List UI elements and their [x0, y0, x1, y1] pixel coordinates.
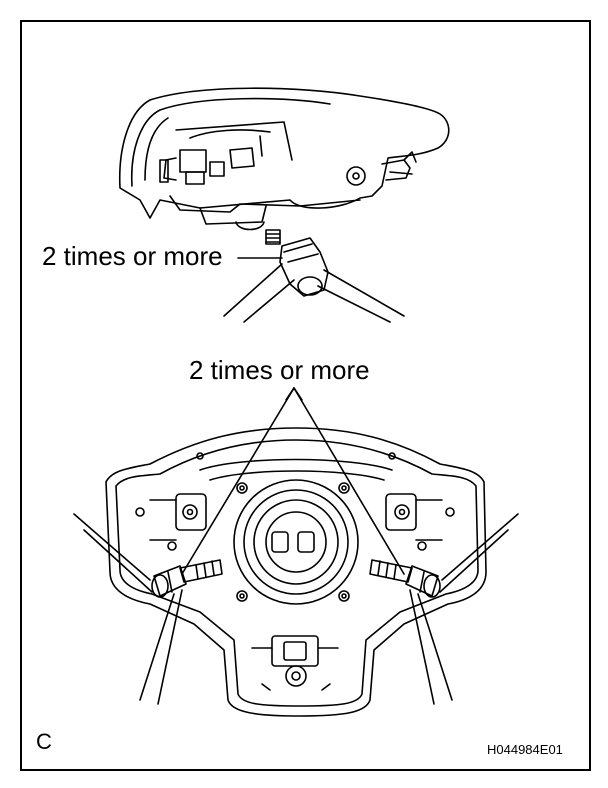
left-bolt-and-wrench	[73, 513, 223, 705]
callout-label-top: 2 times or more	[42, 241, 223, 271]
callout-leader-lines	[181, 387, 405, 575]
airbag-module-side-view	[118, 87, 450, 231]
figure-code: H044984E01	[487, 742, 563, 757]
callout-label-bottom: 2 times or more	[189, 355, 370, 385]
steering-wheel-rear-view	[105, 427, 487, 717]
top-bolt-and-wrench	[223, 229, 405, 323]
right-bolt-and-wrench	[369, 513, 519, 705]
diagram-frame	[20, 20, 591, 771]
panel-letter: C	[36, 729, 52, 754]
